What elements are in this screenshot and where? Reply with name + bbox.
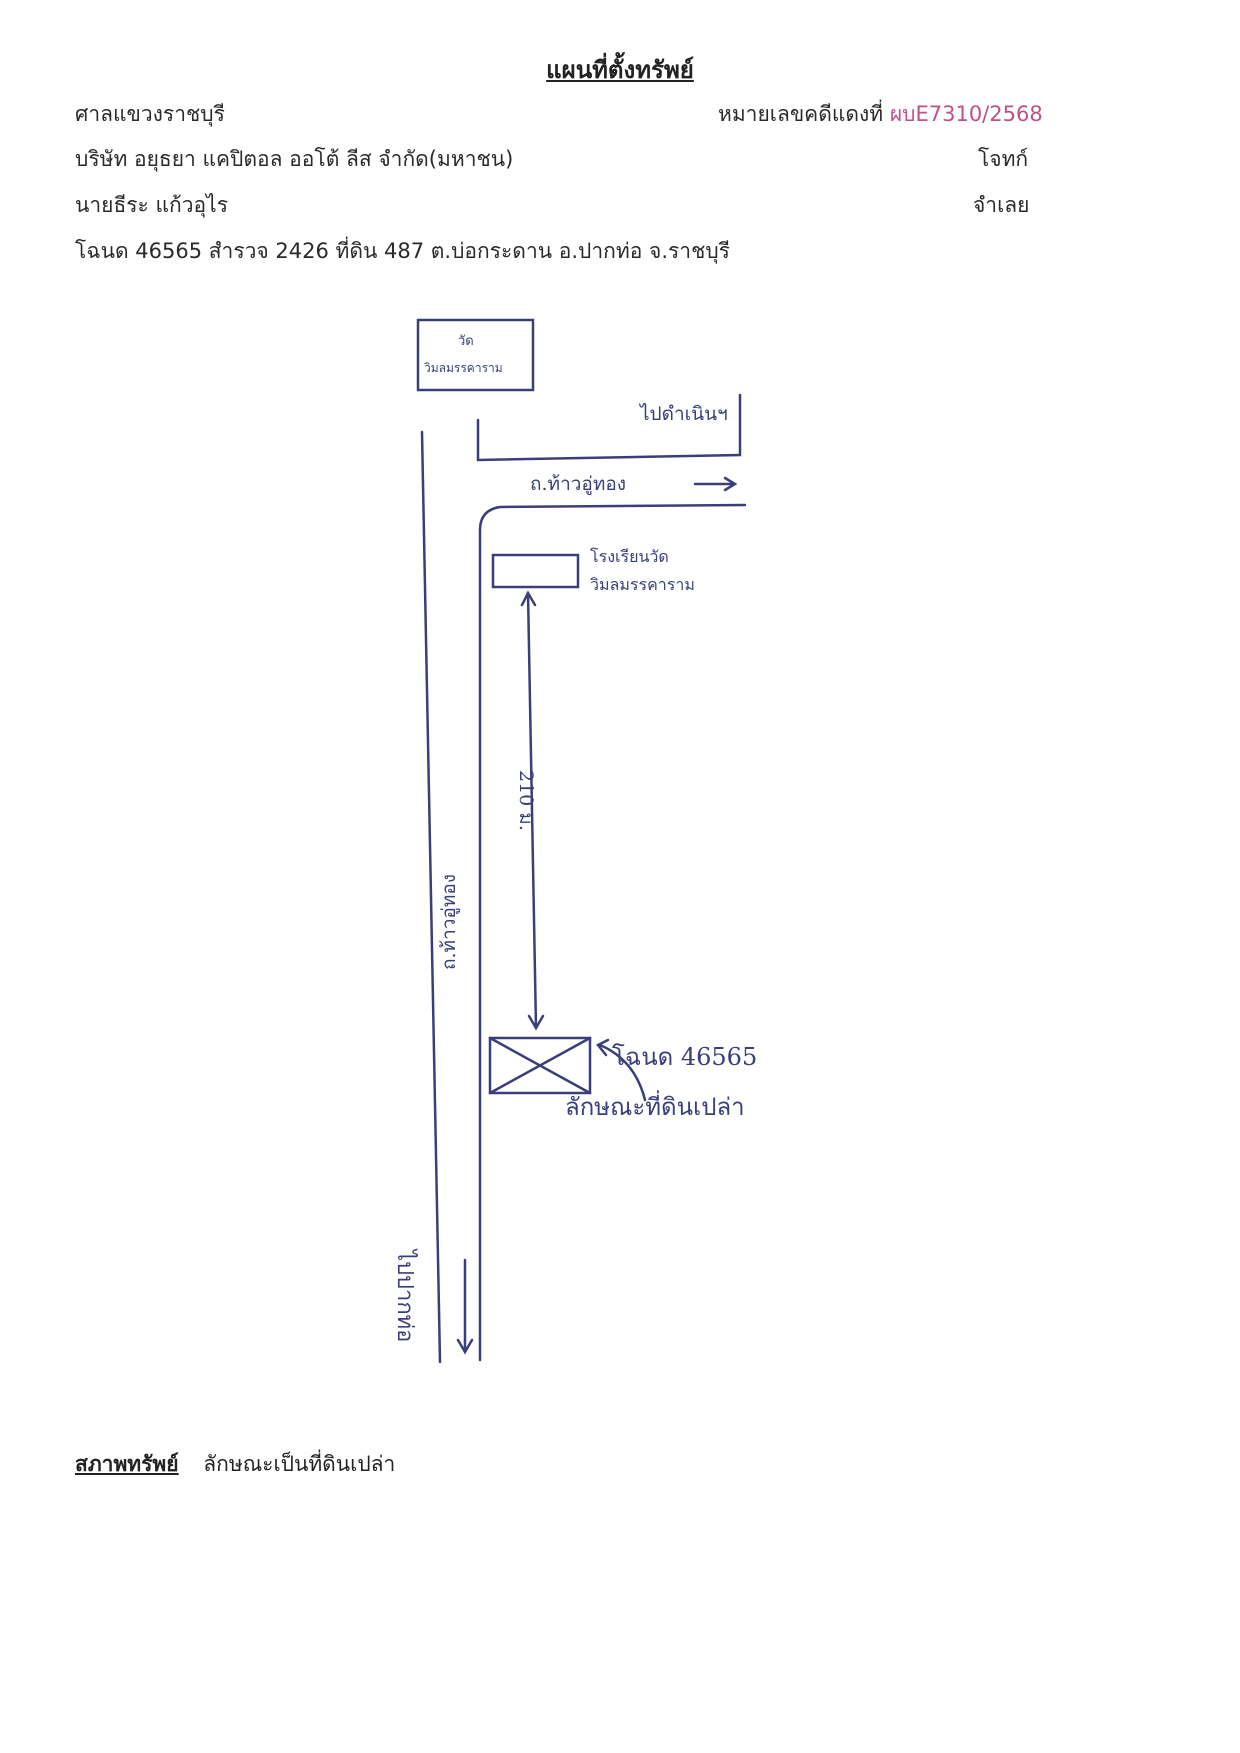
deed-info: โฉนด 46565 สำรวจ 2426 ที่ดิน 487 ต.บ่อกร… <box>75 239 730 263</box>
school-label-2: วิมลมรรคาราม <box>590 575 695 594</box>
temple-box <box>416 318 535 392</box>
top-road-arrow <box>693 476 738 492</box>
temple-label-1: วัด <box>458 334 474 349</box>
defendant-role: จำเลย <box>973 193 1030 217</box>
condition-text: ลักษณะเป็นที่ดินเปล่า <box>203 1452 396 1476</box>
court-name: ศาลแขวงราชบุรี <box>75 102 225 126</box>
main-road-left-edge <box>420 430 442 1364</box>
direction-bottom: ไปปากท่อ <box>392 1248 418 1342</box>
school-box <box>491 553 580 589</box>
top-road-upper-edge <box>476 393 742 462</box>
plot-box <box>488 1036 592 1095</box>
plot-pointer <box>596 1038 647 1102</box>
distance-label: 210 ม. <box>515 770 537 831</box>
temple-label-2: วิมลมรรคาราม <box>424 361 503 375</box>
condition-label: สภาพทรัพย์ <box>75 1452 179 1476</box>
land-label: ลักษณะที่ดินเปล่า <box>565 1090 745 1121</box>
case-number-line: หมายเลขคดีแดงที่ ผบE7310/2568 <box>718 98 1043 131</box>
road-top-label: ถ.ท้าวอู่ทอง <box>530 473 626 495</box>
distance-arrow-bottom <box>527 1014 545 1031</box>
property-condition: สภาพทรัพย์ ลักษณะเป็นที่ดินเปล่า <box>75 1448 395 1481</box>
defendant-name: นายธีระ แก้วอุไร <box>75 193 228 217</box>
school-label-1: โรงเรียนวัด <box>590 547 669 566</box>
location-map: วัด วิมลมรรคาราม ไปดำเนินฯ ถ.ท้าวอู่ทอง … <box>340 300 900 1380</box>
plaintiff-name: บริษัท อยุธยา แคปิตอล ออโต้ ลีส จำกัด(มห… <box>75 147 514 171</box>
case-number: ผบE7310/2568 <box>889 102 1043 126</box>
plaintiff-role: โจทก์ <box>978 147 1029 171</box>
plot-cross <box>488 1036 592 1095</box>
main-road-label: ถ.ท้าวอู่ทอง <box>438 874 460 970</box>
deed-label: โฉนด 46565 <box>612 1043 757 1071</box>
main-road-right-edge <box>478 503 747 1362</box>
case-label: หมายเลขคดีแดงที่ <box>718 102 884 126</box>
distance-arrow-top <box>520 590 537 607</box>
page-title: แผนที่ตั้งทรัพย์ <box>546 56 694 84</box>
direction-top: ไปดำเนินฯ <box>638 403 728 425</box>
bottom-direction-arrow <box>456 1258 474 1355</box>
distance-line <box>526 591 538 1030</box>
